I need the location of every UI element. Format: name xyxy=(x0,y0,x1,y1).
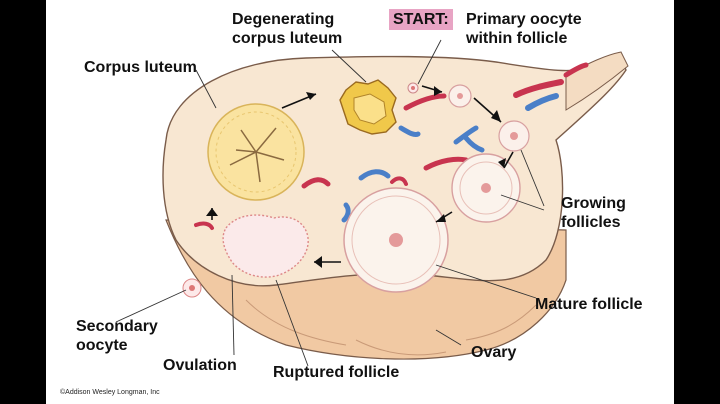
mature-follicle-label: Mature follicle xyxy=(535,296,643,313)
ovary-diagram xyxy=(115,39,629,367)
copyright-text: ©Addison Wesley Longman, Inc xyxy=(60,389,160,396)
vessel-blue-4 xyxy=(358,169,391,181)
corpus-luteum-structure xyxy=(207,103,305,201)
vessel-red-6 xyxy=(390,176,408,186)
follicles-label: follicles xyxy=(561,214,621,231)
degenerating-corpus-luteum-structure xyxy=(339,79,397,135)
secondary-label: Secondary xyxy=(76,318,158,335)
vessel-red-5 xyxy=(301,177,331,189)
within-follicle-label: within follicle xyxy=(466,30,568,47)
leader-lines xyxy=(115,39,545,367)
vessel-red-1 xyxy=(513,79,564,98)
ruptured-follicle-structure xyxy=(222,214,309,278)
vessel-blue-1 xyxy=(525,93,559,111)
diagram-panel: START: Primary oocyte within follicle De… xyxy=(46,0,674,404)
vessel-red-3 xyxy=(403,93,447,111)
vessel-blue-3 xyxy=(453,125,485,153)
vessel-red-4 xyxy=(423,156,469,171)
ovary-label: Ovary xyxy=(471,344,517,361)
corpus-luteum-degen-label: corpus luteum xyxy=(232,30,343,47)
secondary-oocyte-structure xyxy=(182,278,202,298)
arrowheads xyxy=(206,86,506,268)
growing-label: Growing xyxy=(561,195,626,212)
ovary-ligament xyxy=(565,51,629,111)
vessel-red-2 xyxy=(563,62,589,78)
start-label: START: xyxy=(389,9,453,30)
mature-follicle-structure xyxy=(343,187,449,293)
small-follicle-1 xyxy=(448,84,472,108)
letterbox-left xyxy=(0,0,46,404)
small-follicle-2 xyxy=(498,120,530,152)
primary-oocyte-label: Primary oocyte xyxy=(466,11,582,28)
corpus-luteum-label: Corpus luteum xyxy=(84,59,197,76)
degenerating-label: Degenerating xyxy=(232,11,335,28)
vessel-blue-5 xyxy=(341,202,351,223)
vessel-blue-2 xyxy=(398,125,421,137)
vessel-red-7 xyxy=(194,221,214,230)
ovulation-label: Ovulation xyxy=(163,357,237,374)
primary-oocyte-structure xyxy=(407,82,419,94)
ovary-lower-folds xyxy=(245,299,537,356)
letterbox-right xyxy=(674,0,720,404)
ruptured-follicle-label: Ruptured follicle xyxy=(273,364,400,381)
oocyte-label: oocyte xyxy=(76,337,128,354)
growing-follicle-structure xyxy=(451,153,521,223)
